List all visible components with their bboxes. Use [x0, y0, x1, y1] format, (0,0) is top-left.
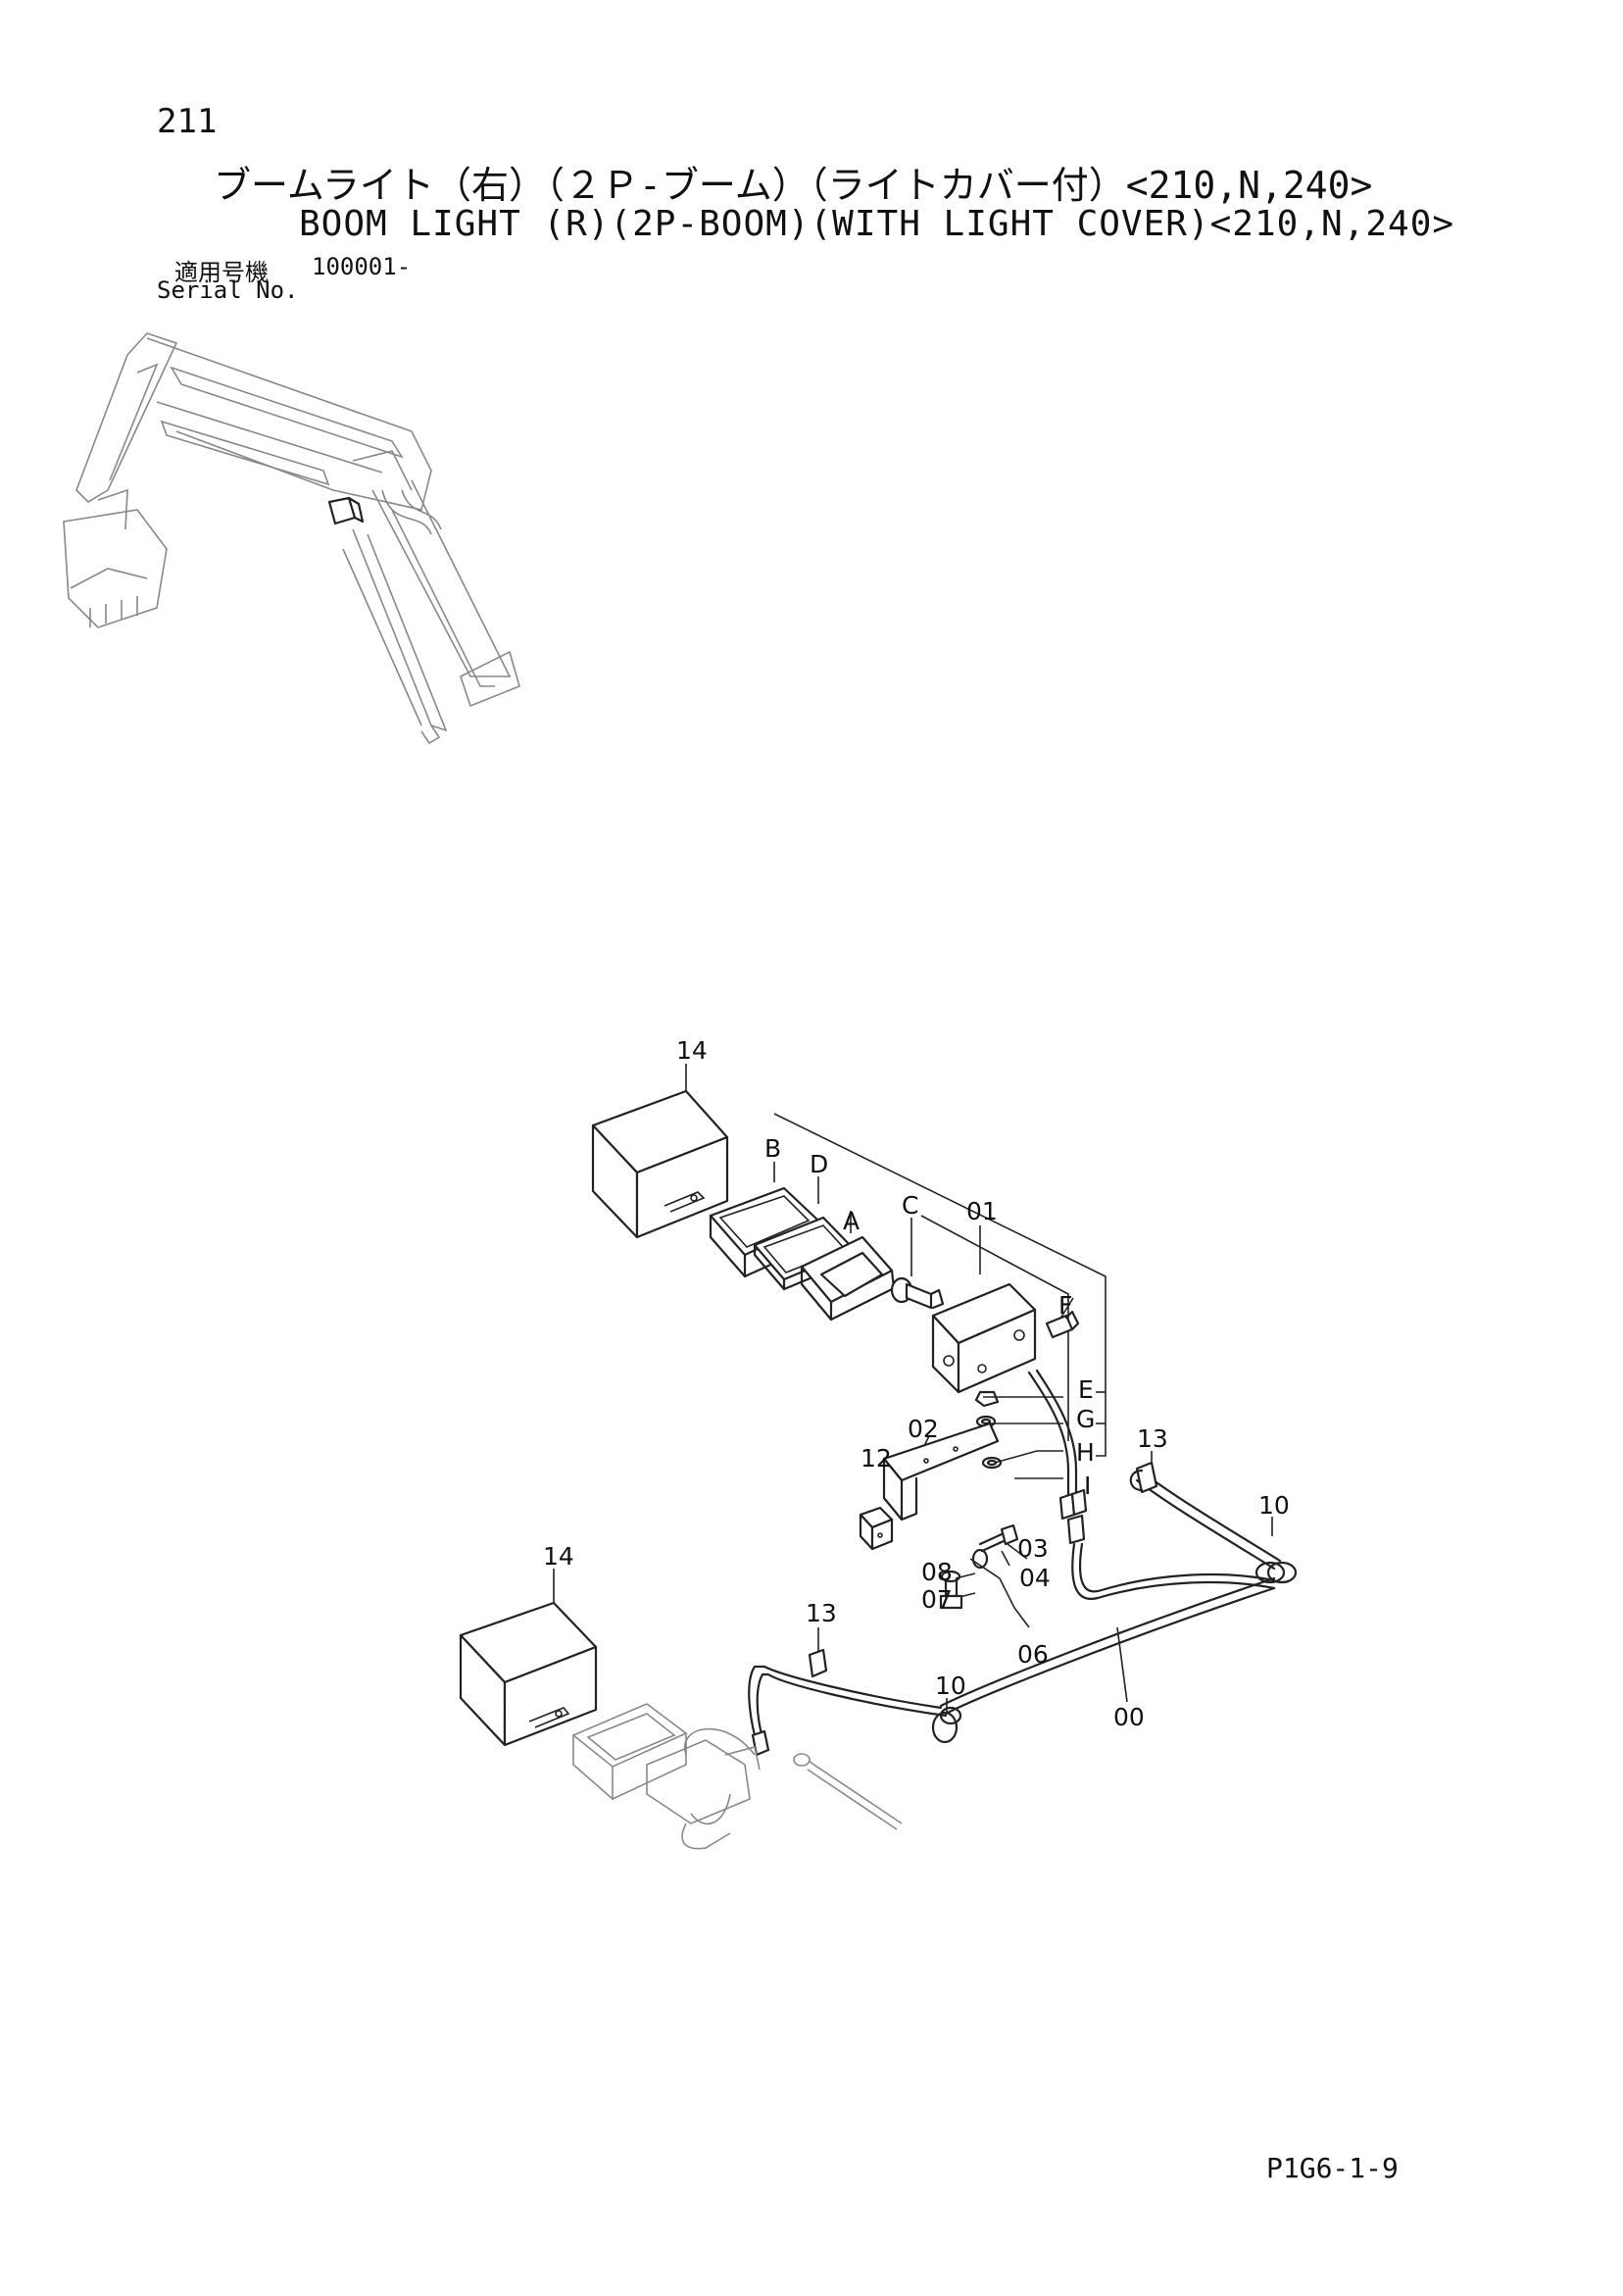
rubber-12 [859, 1506, 894, 1551]
lamp-housing-01 [931, 1282, 1037, 1394]
callout-e: E [1078, 1375, 1094, 1404]
lens-a [800, 1235, 896, 1322]
clamp-13-left [808, 1648, 828, 1678]
callout-i: I [1084, 1472, 1091, 1500]
page-number: 211 [157, 102, 218, 141]
light-cover-bottom [459, 1601, 598, 1747]
washer-08 [940, 1570, 961, 1583]
bolt-07 [939, 1578, 963, 1610]
callout-10-right: 10 [1258, 1491, 1290, 1520]
callout-04: 04 [1019, 1564, 1051, 1592]
callout-13-left: 13 [806, 1599, 837, 1627]
callout-01: 01 [966, 1197, 998, 1225]
excavator-overview-illustration [63, 332, 520, 745]
callout-b: B [764, 1134, 781, 1163]
title-japanese: ブームライト（右）（２Ｐ-ブーム）（ライトカバー付）<210,N,240> [214, 164, 1373, 207]
callout-02: 02 [908, 1415, 939, 1443]
tie-band-10-left [931, 1706, 962, 1744]
clamp-13-right [1129, 1461, 1158, 1494]
bracket-02 [882, 1422, 1000, 1522]
callout-labels: 14 B D A C 01 F E G H I 02 12 13 10 03 0… [543, 1036, 1290, 1731]
gasket-d [753, 1216, 857, 1291]
callout-07: 07 [921, 1585, 953, 1614]
tie-band-10-right [1254, 1561, 1298, 1584]
callout-13-right: 13 [1137, 1424, 1168, 1453]
callout-leaders-extra [553, 1569, 1128, 1712]
screw-f [1045, 1310, 1080, 1339]
callout-f: F [1058, 1291, 1072, 1320]
callout-14-top: 14 [676, 1036, 708, 1065]
callout-d: D [810, 1150, 828, 1178]
callout-12: 12 [861, 1444, 892, 1472]
serial-number-value: 100001- [312, 253, 412, 280]
callout-g: G [1076, 1405, 1095, 1433]
bolt-03 [978, 1523, 1019, 1553]
harness-00 [748, 1471, 1282, 1757]
callout-14-bottom: 14 [543, 1542, 574, 1571]
callout-06: 06 [1017, 1640, 1049, 1669]
callout-h: H [1076, 1438, 1095, 1467]
callout-03: 03 [1017, 1534, 1049, 1563]
installed-light-assembly [571, 1703, 903, 1850]
title-english: BOOM LIGHT (R)(2P-BOOM)(WITH LIGHT COVER… [299, 204, 1455, 244]
callout-08: 08 [921, 1558, 953, 1586]
light-cover-top [591, 1089, 729, 1239]
drawing-code: P1G6-1-9 [1266, 2152, 1399, 2184]
bulb-c [890, 1276, 945, 1310]
callout-00: 00 [1113, 1703, 1145, 1731]
serial-label-japanese: 適用号機 [174, 259, 269, 286]
callout-c: C [902, 1191, 918, 1220]
harness-06 [1027, 1369, 1088, 1521]
washer-04 [971, 1548, 989, 1570]
callout-10-left: 10 [935, 1672, 966, 1700]
callout-leaders [685, 1064, 1273, 1628]
callout-a: A [843, 1207, 860, 1235]
serial-label-english: Serial No. [157, 276, 299, 304]
